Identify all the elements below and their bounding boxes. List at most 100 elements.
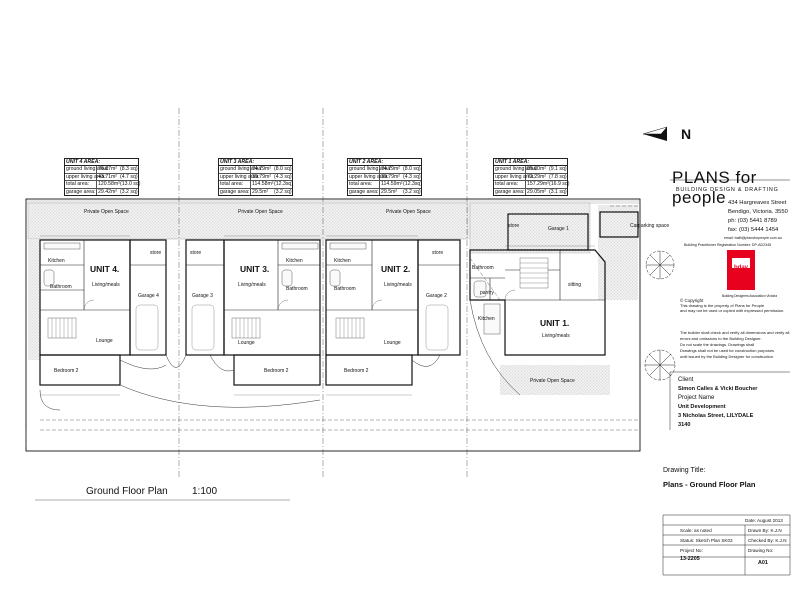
area-squares: (8.0 sq)	[403, 166, 421, 173]
copyright-title: © Copyright	[680, 298, 704, 303]
area-value: 76.87m²	[98, 166, 118, 173]
north-label: N	[681, 126, 692, 142]
area-key: total area:	[494, 181, 526, 188]
pos-label-unit1: Private Open Space	[530, 378, 575, 384]
area-squares: (16.9 sq)	[549, 181, 570, 188]
area-key: garage area:	[220, 188, 251, 196]
area-key: total area:	[348, 181, 380, 188]
area-value: 114.59m²	[381, 181, 403, 188]
area-key: total area:	[219, 181, 251, 188]
area-squares: (8.0 sq)	[274, 166, 292, 173]
bedroom2-label-unit3: Bedroom 2	[264, 368, 289, 374]
area-squares: (7.8 sq)	[549, 173, 567, 180]
area-value: 29.05m²	[527, 188, 547, 195]
bedroom2-label-unit4: Bedroom 2	[54, 368, 79, 374]
email: email: bailli@plansforpeople.com.au	[724, 236, 782, 240]
area-key: total area:	[65, 181, 97, 188]
client-label: Client	[678, 377, 694, 383]
carparking-label: Carparking space	[630, 223, 670, 229]
drawing-no-label: Drawing No:	[748, 548, 774, 553]
garage1	[507, 213, 589, 251]
area-key: upper living area:	[66, 173, 106, 181]
note-line: Do not scale the drawings. Drawings shal…	[680, 342, 755, 347]
lounge-label-unit4: Lounge	[96, 338, 113, 344]
bedroom2-label-unit2: Bedroom 2	[344, 368, 369, 374]
area-value: 29.5m²	[381, 188, 398, 195]
garage1-label: Garage 1	[548, 226, 569, 232]
area-value: 85.00m²	[527, 166, 547, 173]
area-value: 120.58m²	[98, 181, 120, 188]
title-block-frame	[662, 179, 791, 576]
bathroom-label-unit3: Bathroom	[286, 286, 308, 292]
store-label-unit4: store	[150, 250, 162, 256]
phone: ph: (03) 5441 8789	[728, 218, 777, 224]
project-name: Unit Development	[678, 404, 726, 410]
note-line: until issued by the Building Designer fo…	[680, 354, 773, 359]
area-key: upper living area:	[495, 173, 535, 181]
area-squares: (4.7 sq)	[120, 173, 138, 180]
garage2-label: Garage 2	[426, 293, 447, 299]
copyright-line2: and may not be used or copied with expre…	[680, 308, 785, 313]
unit2-area-table: UNIT 2 AREA: ground living area:74.79m²(…	[347, 158, 422, 197]
bdav-text: bdav	[734, 265, 749, 271]
area-title: UNIT 4 AREA:	[65, 159, 138, 167]
area-key: upper living area:	[349, 173, 389, 181]
area-title: UNIT 3 AREA:	[219, 159, 292, 167]
area-squares: (13.0 sq)	[120, 181, 141, 188]
project-no-label: Project No:	[680, 548, 703, 553]
area-value: 157.29m²	[527, 181, 549, 188]
area-squares: (3.2 sq)	[120, 188, 138, 195]
unit1-label: UNIT 1.	[540, 318, 570, 328]
drawn-by: Drawn By: K.J.N	[748, 528, 782, 533]
drawing-title-label: Drawing Title:	[663, 467, 706, 474]
unit3-area-table: UNIT 3 AREA: ground living area:74.79m²(…	[218, 158, 293, 197]
area-key: ground living area:	[495, 166, 538, 173]
company-name: PLANS for people	[672, 168, 757, 207]
area-value: 39.79m²	[381, 173, 401, 180]
unit1-area-table: UNIT 1 AREA: ground living area:85.00m²(…	[493, 158, 570, 197]
area-squares: (3.2 sq)	[403, 188, 421, 195]
area-key: garage area:	[495, 188, 526, 196]
kitchen-label-unit2: Kitchen	[334, 258, 351, 264]
bdav-caption: Building Designers Association Victoria	[722, 294, 778, 298]
note-line: Drawings shall not be used for construct…	[680, 348, 775, 353]
registration: Building Practitioner Registration Numbe…	[684, 243, 772, 247]
status: Status: Sketch Plan SK03	[680, 538, 733, 543]
drawing-no: A01	[758, 560, 768, 566]
note-line: errors and omissions to the Building Des…	[680, 336, 762, 341]
area-key: ground living area:	[220, 166, 263, 173]
project-address: 3 Nicholas Street, LILYDALE	[678, 413, 754, 419]
plan-caption-scale: 1:100	[192, 486, 218, 497]
client-name: Simon Calles & Vicki Boucher	[678, 386, 758, 392]
project-no: 13-2205	[680, 556, 700, 562]
area-key: garage area:	[66, 188, 97, 196]
unit4-area-table: UNIT 4 AREA: ground living area:76.87m²(…	[64, 158, 141, 197]
area-key: ground living area:	[66, 166, 109, 173]
area-value: 29.42m²	[98, 188, 118, 195]
checked-by: Checked By: K.J.N	[748, 538, 787, 543]
note-line: The builder shall check and verify all d…	[680, 330, 790, 335]
drawing-title: Plans - Ground Floor Plan	[663, 480, 756, 489]
pos-label-unit3: Private Open Space	[238, 209, 283, 215]
store-label-unit3: store	[190, 250, 202, 256]
store-label-unit1: store	[508, 223, 520, 229]
garage4-label: Garage 4	[138, 293, 159, 299]
store-label-unit2: store	[432, 250, 444, 256]
plan-caption-name: Ground Floor Plan	[86, 486, 168, 497]
lounge-label-unit3: Lounge	[238, 340, 255, 346]
unit2-label: UNIT 2.	[381, 264, 411, 274]
pos-strip-top	[27, 202, 469, 240]
left-side-hatch	[28, 240, 40, 360]
kitchen-label-unit3: Kitchen	[286, 258, 303, 264]
tree-symbols	[644, 250, 676, 381]
project-label: Project Name	[678, 395, 715, 401]
area-key: garage area:	[349, 188, 380, 196]
area-squares: (8.3 sq)	[120, 166, 138, 173]
date: Date: August 2013	[745, 518, 783, 523]
address-line1: 434 Hargreaves Street	[728, 200, 787, 206]
bdav-logo	[727, 250, 755, 290]
unit1-footprint	[469, 249, 606, 356]
company-logo: PLANS for people	[672, 168, 800, 208]
